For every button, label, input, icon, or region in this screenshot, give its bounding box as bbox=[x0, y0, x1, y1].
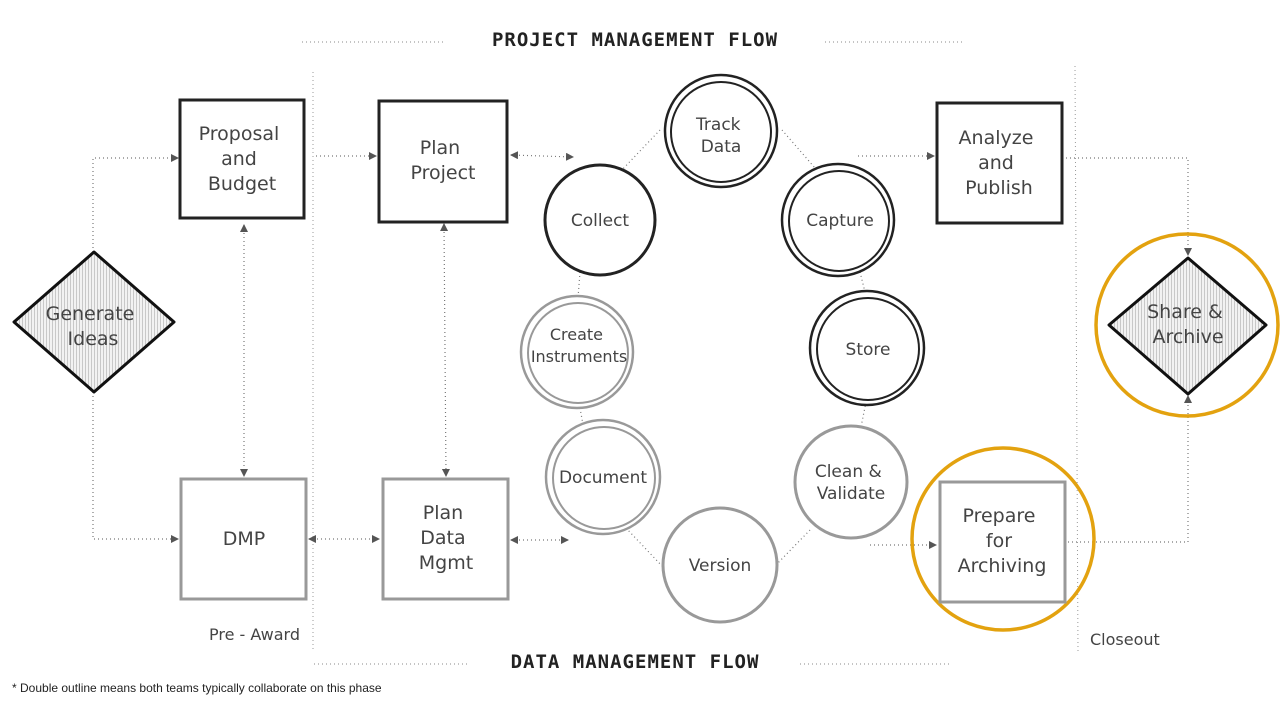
plan-project-node: Plan Project bbox=[377, 99, 509, 224]
collect-label: Collect bbox=[571, 211, 630, 231]
label-line: Generate bbox=[46, 303, 135, 325]
label-line: Data bbox=[420, 527, 465, 549]
label-line: and bbox=[978, 152, 1014, 174]
connector-plan-project-to-cycle bbox=[510, 151, 574, 161]
label-line: Validate bbox=[817, 484, 886, 504]
label-line: Track bbox=[695, 115, 741, 135]
inner-ring bbox=[552, 426, 656, 530]
closeout-separator bbox=[1074, 65, 1079, 653]
node-box bbox=[381, 477, 510, 601]
track-data-label: Track Data bbox=[695, 115, 746, 157]
plan-data-mgmt-label: Plan Data Mgmt bbox=[419, 502, 473, 574]
store-label: Store bbox=[846, 340, 891, 360]
label-line: Clean & bbox=[815, 462, 882, 482]
label-line: Prepare bbox=[962, 505, 1035, 527]
label-line: for bbox=[986, 530, 1012, 552]
label-line: Budget bbox=[208, 173, 276, 195]
clean-validate-label: Clean & Validate bbox=[815, 462, 887, 504]
prepare-archiving-label: Prepare for Archiving bbox=[958, 505, 1047, 577]
inner-ring bbox=[527, 302, 629, 404]
create-instruments-node: Create Instruments bbox=[519, 294, 635, 410]
connector-plan-project-plan-data bbox=[440, 223, 450, 477]
node-box bbox=[935, 101, 1064, 225]
document-label: Document bbox=[559, 468, 647, 488]
collect-node: Collect bbox=[543, 163, 657, 277]
connector-prepare-to-share bbox=[1068, 395, 1192, 543]
create-instruments-label: Create Instruments bbox=[531, 325, 627, 366]
prepare-archiving-node: Prepare for Archiving bbox=[910, 446, 1096, 632]
node-circle bbox=[793, 424, 909, 540]
connector-ideas-to-proposal bbox=[92, 154, 179, 252]
plan-project-label: Plan Project bbox=[410, 137, 475, 184]
label-line: Data bbox=[701, 137, 742, 157]
capture-label: Capture bbox=[806, 211, 874, 231]
version-label: Version bbox=[689, 556, 752, 576]
label-line: Archive bbox=[1152, 326, 1223, 348]
inner-ring bbox=[670, 81, 772, 183]
analyze-publish-label: Analyze and Publish bbox=[959, 127, 1040, 199]
label-line: Proposal bbox=[199, 123, 280, 145]
cycle-link bbox=[619, 129, 661, 173]
node-box bbox=[938, 480, 1067, 604]
label-line: Share & bbox=[1147, 301, 1223, 323]
label-line: Ideas bbox=[68, 328, 119, 350]
diamond-shape bbox=[1107, 256, 1268, 396]
generate-ideas-node: Generate Ideas bbox=[12, 250, 176, 394]
cycle-link bbox=[625, 527, 663, 567]
closeout-label: Closeout bbox=[1090, 630, 1160, 649]
share-archive-node: Share & Archive bbox=[1094, 232, 1280, 418]
label-line: Mgmt bbox=[419, 552, 473, 574]
label-line: and bbox=[221, 148, 257, 170]
version-node: Version bbox=[661, 506, 779, 624]
label-line: Project bbox=[410, 162, 475, 184]
cycle-link bbox=[781, 129, 816, 169]
footnote: * Double outline means both teams typica… bbox=[12, 681, 382, 695]
inner-ring bbox=[816, 297, 920, 401]
label-line: Archiving bbox=[958, 555, 1047, 577]
node-circle bbox=[661, 506, 779, 624]
proposal-budget-label: Proposal and Budget bbox=[199, 123, 286, 195]
node-box bbox=[377, 99, 509, 224]
data-flow-title: DATA MANAGEMENT FLOW bbox=[511, 651, 760, 673]
share-archive-label: Share & Archive bbox=[1147, 301, 1229, 348]
node-box bbox=[179, 477, 308, 601]
connectors bbox=[92, 129, 1192, 567]
cycle-link bbox=[577, 271, 581, 299]
project-flow-title: PROJECT MANAGEMENT FLOW bbox=[492, 29, 778, 51]
label-line: Analyze bbox=[959, 127, 1034, 149]
connector-analyze-to-share bbox=[1066, 157, 1192, 256]
document-node: Document bbox=[544, 418, 662, 536]
clean-validate-node: Clean & Validate bbox=[793, 424, 909, 540]
label-line: Publish bbox=[965, 177, 1033, 199]
highlight-ring bbox=[910, 446, 1096, 632]
plan-data-mgmt-node: Plan Data Mgmt bbox=[381, 477, 510, 601]
track-data-node: Track Data bbox=[663, 73, 779, 189]
cycle-link bbox=[774, 529, 811, 567]
inner-ring bbox=[788, 170, 890, 272]
label-line: Plan bbox=[420, 137, 460, 159]
node-circle bbox=[543, 163, 657, 277]
dmp-label: DMP bbox=[223, 528, 265, 550]
label-line: Plan bbox=[423, 502, 463, 524]
capture-node: Capture bbox=[780, 162, 896, 278]
generate-ideas-label: Generate Ideas bbox=[46, 303, 141, 350]
diamond-shape bbox=[12, 250, 176, 394]
connector-ideas-to-dmp bbox=[92, 392, 179, 543]
store-node: Store bbox=[808, 289, 926, 407]
analyze-publish-node: Analyze and Publish bbox=[935, 101, 1064, 225]
highlight-ring bbox=[1094, 232, 1280, 418]
proposal-budget-node: Proposal and Budget bbox=[178, 98, 306, 220]
dmp-node: DMP bbox=[179, 477, 308, 601]
pre-award-label: Pre - Award bbox=[209, 625, 300, 644]
node-box bbox=[178, 98, 306, 220]
label-line: Instruments bbox=[531, 347, 627, 366]
label-line: Create bbox=[550, 325, 603, 344]
